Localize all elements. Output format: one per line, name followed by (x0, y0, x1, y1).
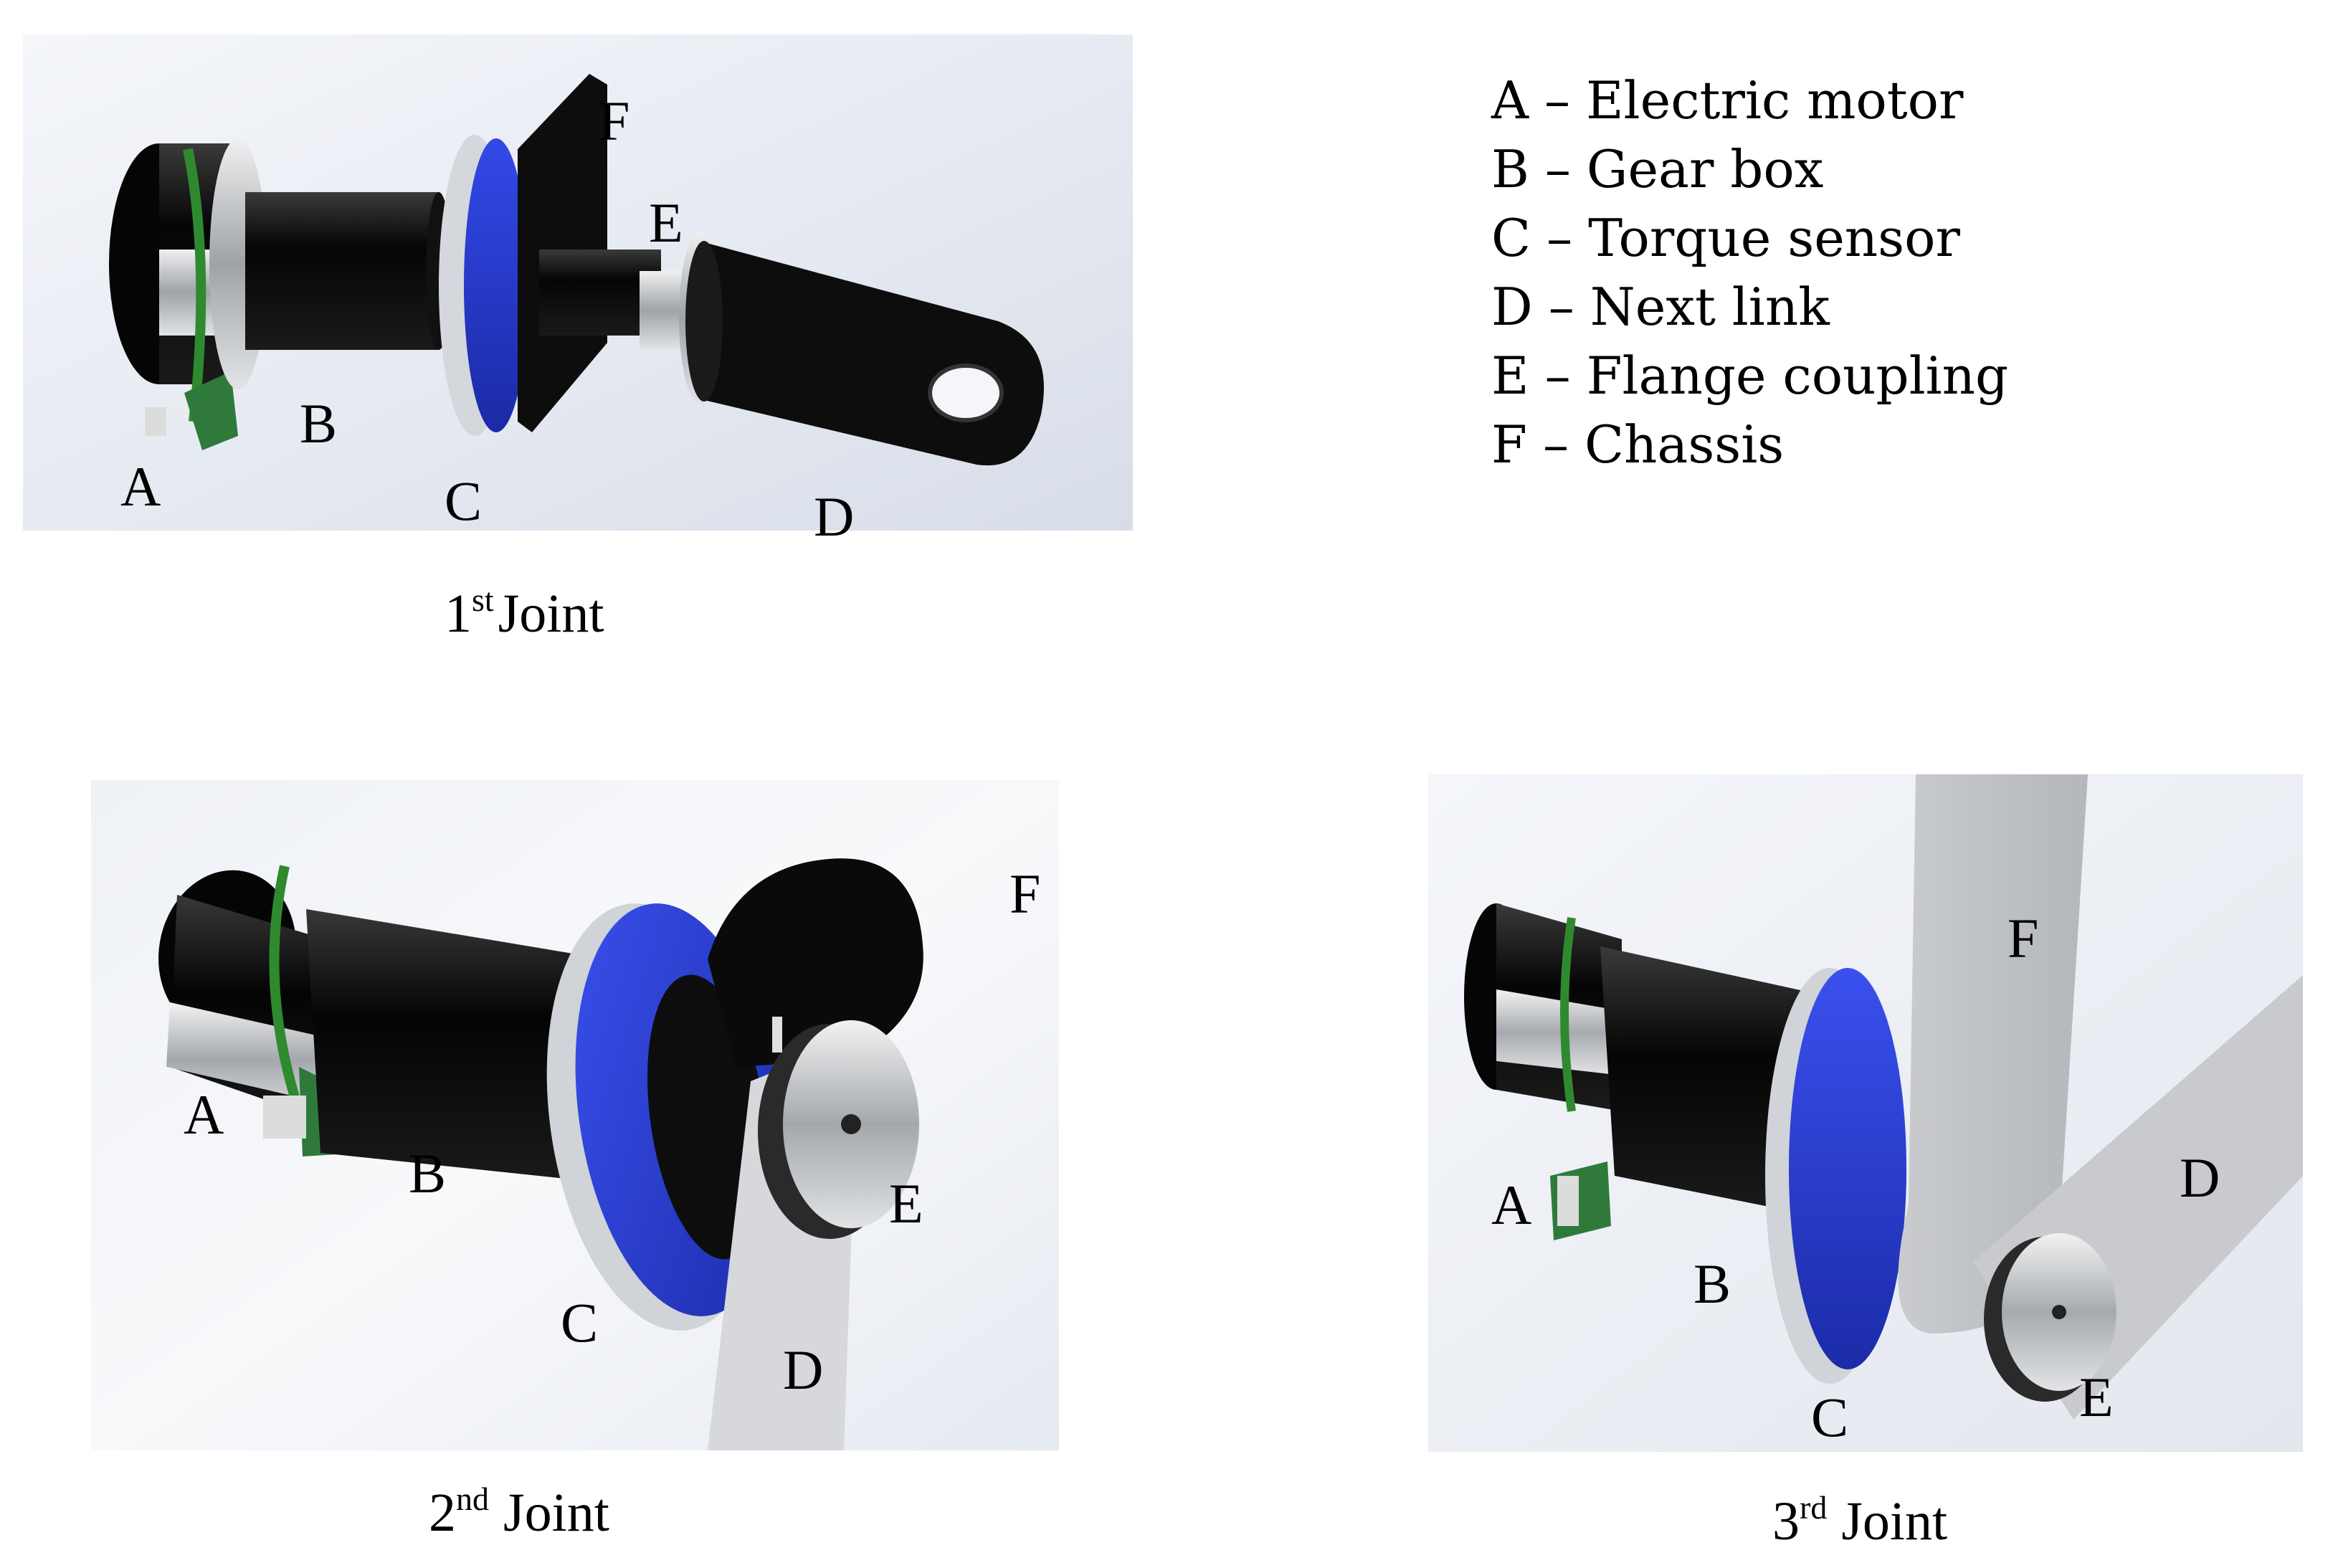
joint-2-label-b: B (409, 1142, 447, 1204)
encoder-ring (1560, 917, 1576, 1112)
joint-1-label-d: D (814, 485, 855, 548)
encoder-ring (183, 148, 206, 422)
torque-sensor (464, 138, 528, 432)
joint-3-render (1428, 774, 2303, 1452)
joint-3-label-c: C (1811, 1386, 1849, 1448)
joint-3-label-f: F (2008, 907, 2039, 969)
joint-2-label-a: A (184, 1083, 224, 1146)
gearbox-body (245, 192, 439, 350)
joint-1-label-f: F (599, 90, 630, 152)
joint-2-label-d: D (783, 1339, 824, 1401)
encoder-ring (269, 865, 311, 1134)
joint-3-label-e: E (2079, 1366, 2114, 1428)
legend-item: E–Flange coupling (1491, 346, 2009, 406)
joint-2-label-f: F (1009, 863, 1041, 925)
legend-item: A–Electric motor (1491, 70, 1964, 130)
torque-sensor (1789, 968, 1906, 1369)
link-hole (928, 364, 1004, 422)
joint-2-label-e: E (889, 1172, 923, 1235)
gearbox-body (306, 909, 607, 1182)
chassis (1898, 774, 2088, 1334)
joint-2-label-c: C (561, 1291, 599, 1354)
joint-1-caption: 1stJoint (445, 581, 604, 644)
parts-legend: A–Electric motor B–Gear box C–Torque sen… (1491, 66, 2008, 479)
joint-2-svg (91, 780, 1059, 1450)
joint-1-label-b: B (300, 392, 338, 455)
joint-3-svg (1428, 774, 2303, 1452)
chassis (708, 858, 923, 1067)
joint-2-render (91, 780, 1059, 1450)
encoder-board (184, 371, 238, 450)
joint-3-label-b: B (1693, 1253, 1731, 1315)
joint-3-label-a: A (1491, 1174, 1532, 1236)
joint-1-render (23, 34, 1133, 531)
joint-1-label-a: A (120, 455, 161, 518)
joint-1-svg (23, 34, 1133, 531)
legend-item: F–Chassis (1491, 414, 1785, 475)
joint-1-label-c: C (445, 470, 483, 532)
legend-item: C–Torque sensor (1491, 208, 1960, 268)
joint-3-label-d: D (2180, 1146, 2220, 1209)
legend-item: B–Gear box (1491, 139, 1824, 199)
joint-1-label-e: E (649, 191, 683, 254)
legend-item: D–Next link (1491, 277, 1830, 337)
